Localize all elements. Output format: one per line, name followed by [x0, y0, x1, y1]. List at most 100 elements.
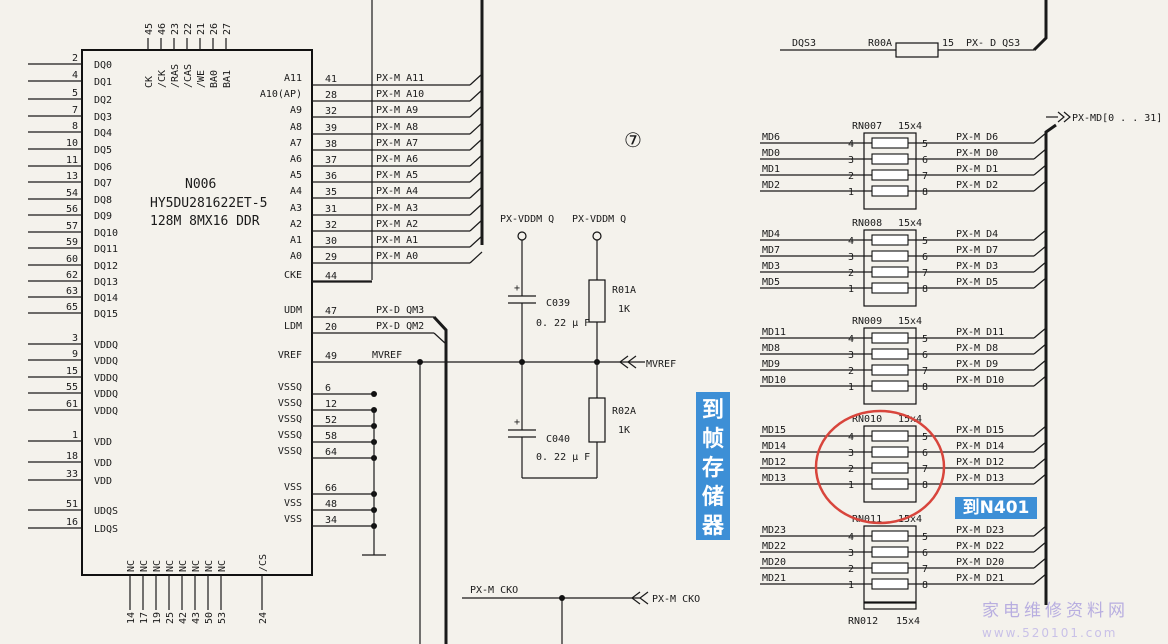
rnet-input-net: MD7 [762, 245, 780, 256]
chip-right-pin-name: VSSQ [278, 382, 302, 393]
chip-right-net-label: PX-M A5 [376, 170, 418, 181]
resistor-element [871, 446, 909, 458]
chip-right-pin-number: 41 [325, 74, 337, 85]
chip-top-pin-name: CK [144, 76, 155, 88]
chip-right-pin-name: A7 [290, 138, 302, 149]
chip-left-pin-name: VDDQ [94, 340, 118, 351]
chip-left-pin-number: 33 [66, 469, 78, 480]
rnet-pin-right: 6 [922, 548, 928, 559]
dqs3-bus-entry [1032, 0, 1048, 52]
rnet-output-net: PX-M D11 [956, 327, 1004, 338]
chip-top-pin-name: /CK [157, 70, 168, 88]
chip-bottom-pin-name: NC [165, 560, 176, 572]
rnet-pin-right: 6 [922, 155, 928, 166]
chip-right-net-label: PX-M A9 [376, 105, 418, 116]
r01a-ref: R01A [612, 285, 636, 296]
chip-right-pin-number: 66 [325, 483, 337, 494]
chip-part: HY5DU281622ET-5 [150, 196, 267, 211]
resistor-element [871, 380, 909, 392]
rnet-pin-left: 2 [848, 464, 854, 475]
rnet-pin-left: 3 [848, 155, 854, 166]
dqs3-net-in: DQS3 [792, 38, 816, 49]
chip-left-pin-number: 5 [72, 88, 78, 99]
chip-right-pin-name: VSS [284, 514, 302, 525]
resistor-element [871, 530, 909, 542]
vref-port-label: MVREF [646, 359, 676, 370]
rnet-pin-right: 5 [922, 432, 928, 443]
chip-left-pin-name: UDQS [94, 506, 118, 517]
chip-right-pin-number: 32 [325, 220, 337, 231]
md-bus-arrow [1057, 111, 1071, 123]
rnet-pin-left: 1 [848, 284, 854, 295]
chip-right-pin-number: 64 [325, 447, 337, 458]
rnet-output-net: PX-M D14 [956, 441, 1004, 452]
rnet-ref: RN008 [852, 218, 882, 229]
chip-bottom-pin-name: NC [217, 560, 228, 572]
dqs3-pin: 15 [942, 38, 954, 49]
chip-right-net-label: PX-M A4 [376, 186, 418, 197]
rnet-pin-left: 1 [848, 187, 854, 198]
rnet-pin-right: 8 [922, 580, 928, 591]
chip-right-pin-number: 20 [325, 322, 337, 333]
bus-entry [1033, 132, 1047, 144]
chip-top-pin-name: /RAS [170, 64, 181, 88]
chip-left-pin-number: 55 [66, 382, 78, 393]
chip-bottom-pin-name: NC [126, 560, 137, 572]
bus-entry [1033, 180, 1047, 192]
watermark-url: www.520101.com [982, 626, 1117, 640]
chip-bottom-pin-number: 25 [165, 612, 176, 624]
chip-bottom-pin-number: 43 [191, 612, 202, 624]
chip-left-pin-number: 2 [72, 53, 78, 64]
dqs3-net-out: PX- D QS3 [966, 38, 1020, 49]
chip-right-pin-number: 32 [325, 106, 337, 117]
rnet-pin-left: 4 [848, 139, 854, 150]
r02a-value: 1K [618, 425, 630, 436]
vddmq-right-terminal [592, 231, 602, 241]
rnet-input-net: MD11 [762, 327, 786, 338]
chip-left-pin-number: 16 [66, 517, 78, 528]
chip-desc: 128M 8MX16 DDR [150, 214, 260, 229]
rnet-output-net: PX-M D15 [956, 425, 1004, 436]
rnet-pin-right: 5 [922, 532, 928, 543]
chip-right-pin-name: A1 [290, 235, 302, 246]
rnet-input-net: MD6 [762, 132, 780, 143]
chip-left-pin-number: 18 [66, 451, 78, 462]
chip-left-pin-number: 57 [66, 221, 78, 232]
vddmq-left-terminal [517, 231, 527, 241]
bus-entry [469, 186, 483, 199]
bus-entry [1033, 245, 1047, 257]
rnet-pin-right: 7 [922, 268, 928, 279]
rnet-input-net: MD12 [762, 457, 786, 468]
rnet-outline [863, 132, 917, 210]
md-bus-label: PX-MD[0 . . 31] [1072, 113, 1162, 124]
rnet-pin-right: 5 [922, 139, 928, 150]
chip-right-pin-number: 28 [325, 90, 337, 101]
chip-right-pin-name: VSS [284, 482, 302, 493]
chip-right-pin-name: VSSQ [278, 446, 302, 457]
rnet-ref: RN009 [852, 316, 882, 327]
rnet-output-net: PX-M D7 [956, 245, 998, 256]
chip-right-pin-number: 49 [325, 351, 337, 362]
md-bus-line [1044, 123, 1057, 605]
bus-entry [469, 219, 483, 232]
bus-entry [1033, 359, 1047, 371]
chip-right-net-label: PX-M A10 [376, 89, 424, 100]
c039-ref: C039 [546, 298, 570, 309]
rnet-pin-left: 3 [848, 350, 854, 361]
rnet-pin-right: 7 [922, 366, 928, 377]
rnet-output-net: PX-M D13 [956, 473, 1004, 484]
chip-left-pin-name: DQ7 [94, 178, 112, 189]
bus-entry [469, 138, 483, 151]
bus-entry [469, 235, 483, 248]
chip-top-pin-number: 46 [157, 23, 168, 35]
chip-right-net-label: PX-M A6 [376, 154, 418, 165]
chip-right-net-label: MVREF [372, 350, 402, 361]
rnet-pin-left: 2 [848, 564, 854, 575]
chip-left-pin-name: VDDQ [94, 356, 118, 367]
dm-bus-line [432, 315, 448, 644]
bus-entry [1033, 473, 1047, 485]
bus-entry [1033, 148, 1047, 160]
chip-right-pin-number: 34 [325, 515, 337, 526]
chip-right-pin-number: 47 [325, 306, 337, 317]
chip-left-pin-number: 59 [66, 237, 78, 248]
